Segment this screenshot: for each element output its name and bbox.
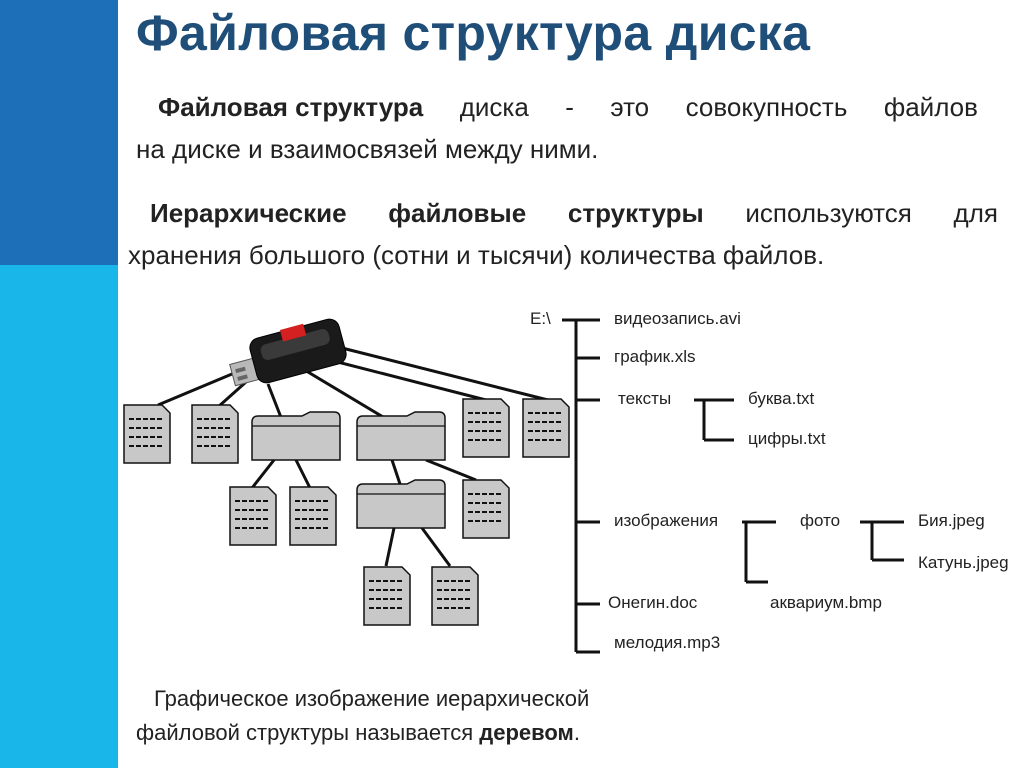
tree-file-label: Онегин.doc [608, 593, 698, 612]
caption-paragraph: Графическое изображение иерархической фа… [136, 682, 589, 750]
tree-file-label: Бия.jpeg [918, 511, 985, 530]
definition-word: это [610, 92, 650, 122]
tree-folder-icon [356, 479, 446, 529]
definition-line2: на диске и взаимосвязей между ними. [136, 134, 599, 164]
tree-folder-icon [251, 411, 341, 461]
hierarchy-line2: хранения большого (сотни и тысячи) колич… [128, 240, 825, 270]
tree-file-label: график.xls [614, 347, 696, 366]
sidebar-accent-light [0, 265, 118, 768]
hierarchy-word: используются [745, 198, 912, 228]
tree-folder-label: изображения [614, 511, 718, 530]
graphic-tree-connectors [157, 346, 549, 567]
tree-file-icon [289, 486, 337, 546]
tree-file-label: аквариум.bmp [770, 593, 882, 612]
tree-file-icon [522, 398, 570, 458]
definition-word: файлов [883, 92, 978, 122]
hierarchy-term-word: файловые [388, 198, 527, 228]
tree-file-label: мелодия.mp3 [614, 633, 720, 652]
hierarchy-word: для [953, 198, 998, 228]
usb-drive-icon [229, 318, 347, 387]
caption-line2-suffix: . [573, 720, 580, 745]
tree-file-icon [431, 566, 479, 626]
definition-term: Файловая структура [158, 92, 424, 122]
sidebar-accent-dark [0, 0, 118, 265]
hierarchy-paragraph: Иерархические файловые структуры использ… [128, 192, 998, 276]
tree-folder-label: тексты [618, 389, 671, 408]
tree-file-label: Катунь.jpeg [918, 553, 1009, 572]
definition-word: совокупность [685, 92, 848, 122]
caption-line2-prefix: файловой структуры называется [136, 720, 480, 745]
tree-file-icon [363, 566, 411, 626]
tree-root-label: E:\ [530, 309, 551, 328]
tree-file-icon [123, 404, 171, 464]
definition-word: - [565, 92, 574, 122]
tree-file-label: цифры.txt [748, 429, 826, 448]
hierarchy-term-word: структуры [567, 198, 704, 228]
tree-file-icon [462, 398, 510, 458]
caption-line1: Графическое изображение иерархической [154, 686, 590, 711]
tree-file-label: видеозапись.avi [614, 309, 741, 328]
tree-file-icon [229, 486, 277, 546]
tree-file-icon [462, 479, 510, 539]
caption-tree-term: деревом [479, 720, 574, 745]
directory-tree-connectors [562, 318, 904, 654]
tree-folder-label: фото [800, 511, 840, 530]
tree-folder-icon [356, 411, 446, 461]
tree-file-icon [191, 404, 239, 464]
hierarchy-term-word: Иерархические [150, 198, 347, 228]
definition-paragraph: Файловая структура диска - это совокупно… [136, 86, 978, 170]
slide-title: Файловая структура диска [136, 5, 811, 61]
definition-word: диска [459, 92, 529, 122]
tree-file-label: буква.txt [748, 389, 815, 408]
